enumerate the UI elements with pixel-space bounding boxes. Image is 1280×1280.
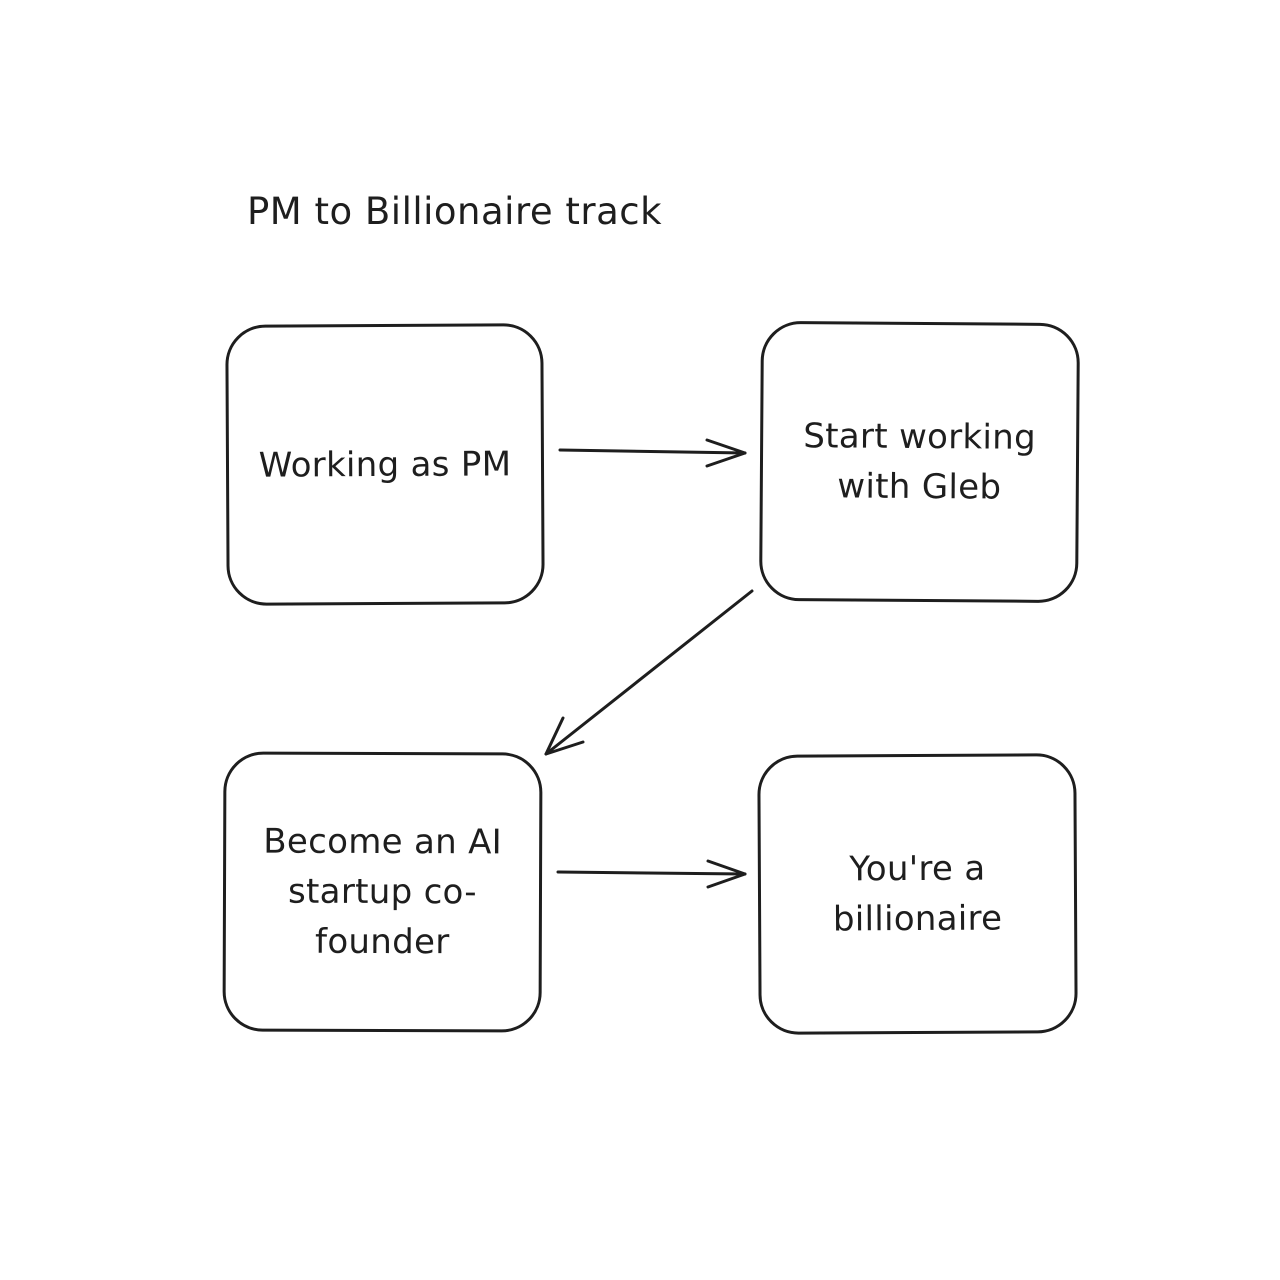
node-label: Become an AI startup co-founder xyxy=(263,821,503,963)
edge-pm-to-gleb-line xyxy=(558,448,747,455)
edge-cofounder-to-billionaire-line xyxy=(556,870,747,876)
edge-pm-to-gleb xyxy=(558,438,747,468)
edge-cofounder-to-billionaire-arrowhead xyxy=(706,859,747,889)
edge-gleb-to-cofounder-arrowhead xyxy=(544,716,585,756)
edge-cofounder-to-billionaire xyxy=(556,859,747,889)
node-ai-startup-cofounder[interactable]: Become an AI startup co-founder xyxy=(222,751,543,1033)
edge-gleb-to-cofounder xyxy=(544,589,754,756)
node-label: Start working with Gleb xyxy=(803,416,1037,508)
node-start-working-with-gleb[interactable]: Start working with Gleb xyxy=(759,320,1080,604)
node-working-as-pm[interactable]: Working as PM xyxy=(225,323,545,606)
node-label: Working as PM xyxy=(258,443,512,486)
edge-pm-to-gleb-arrowhead xyxy=(705,438,747,468)
diagram-title: PM to Billionaire track xyxy=(247,190,663,233)
node-billionaire[interactable]: You're a billionaire xyxy=(757,753,1078,1035)
node-label: You're a billionaire xyxy=(832,848,1003,940)
edge-gleb-to-cofounder-line xyxy=(544,589,754,756)
